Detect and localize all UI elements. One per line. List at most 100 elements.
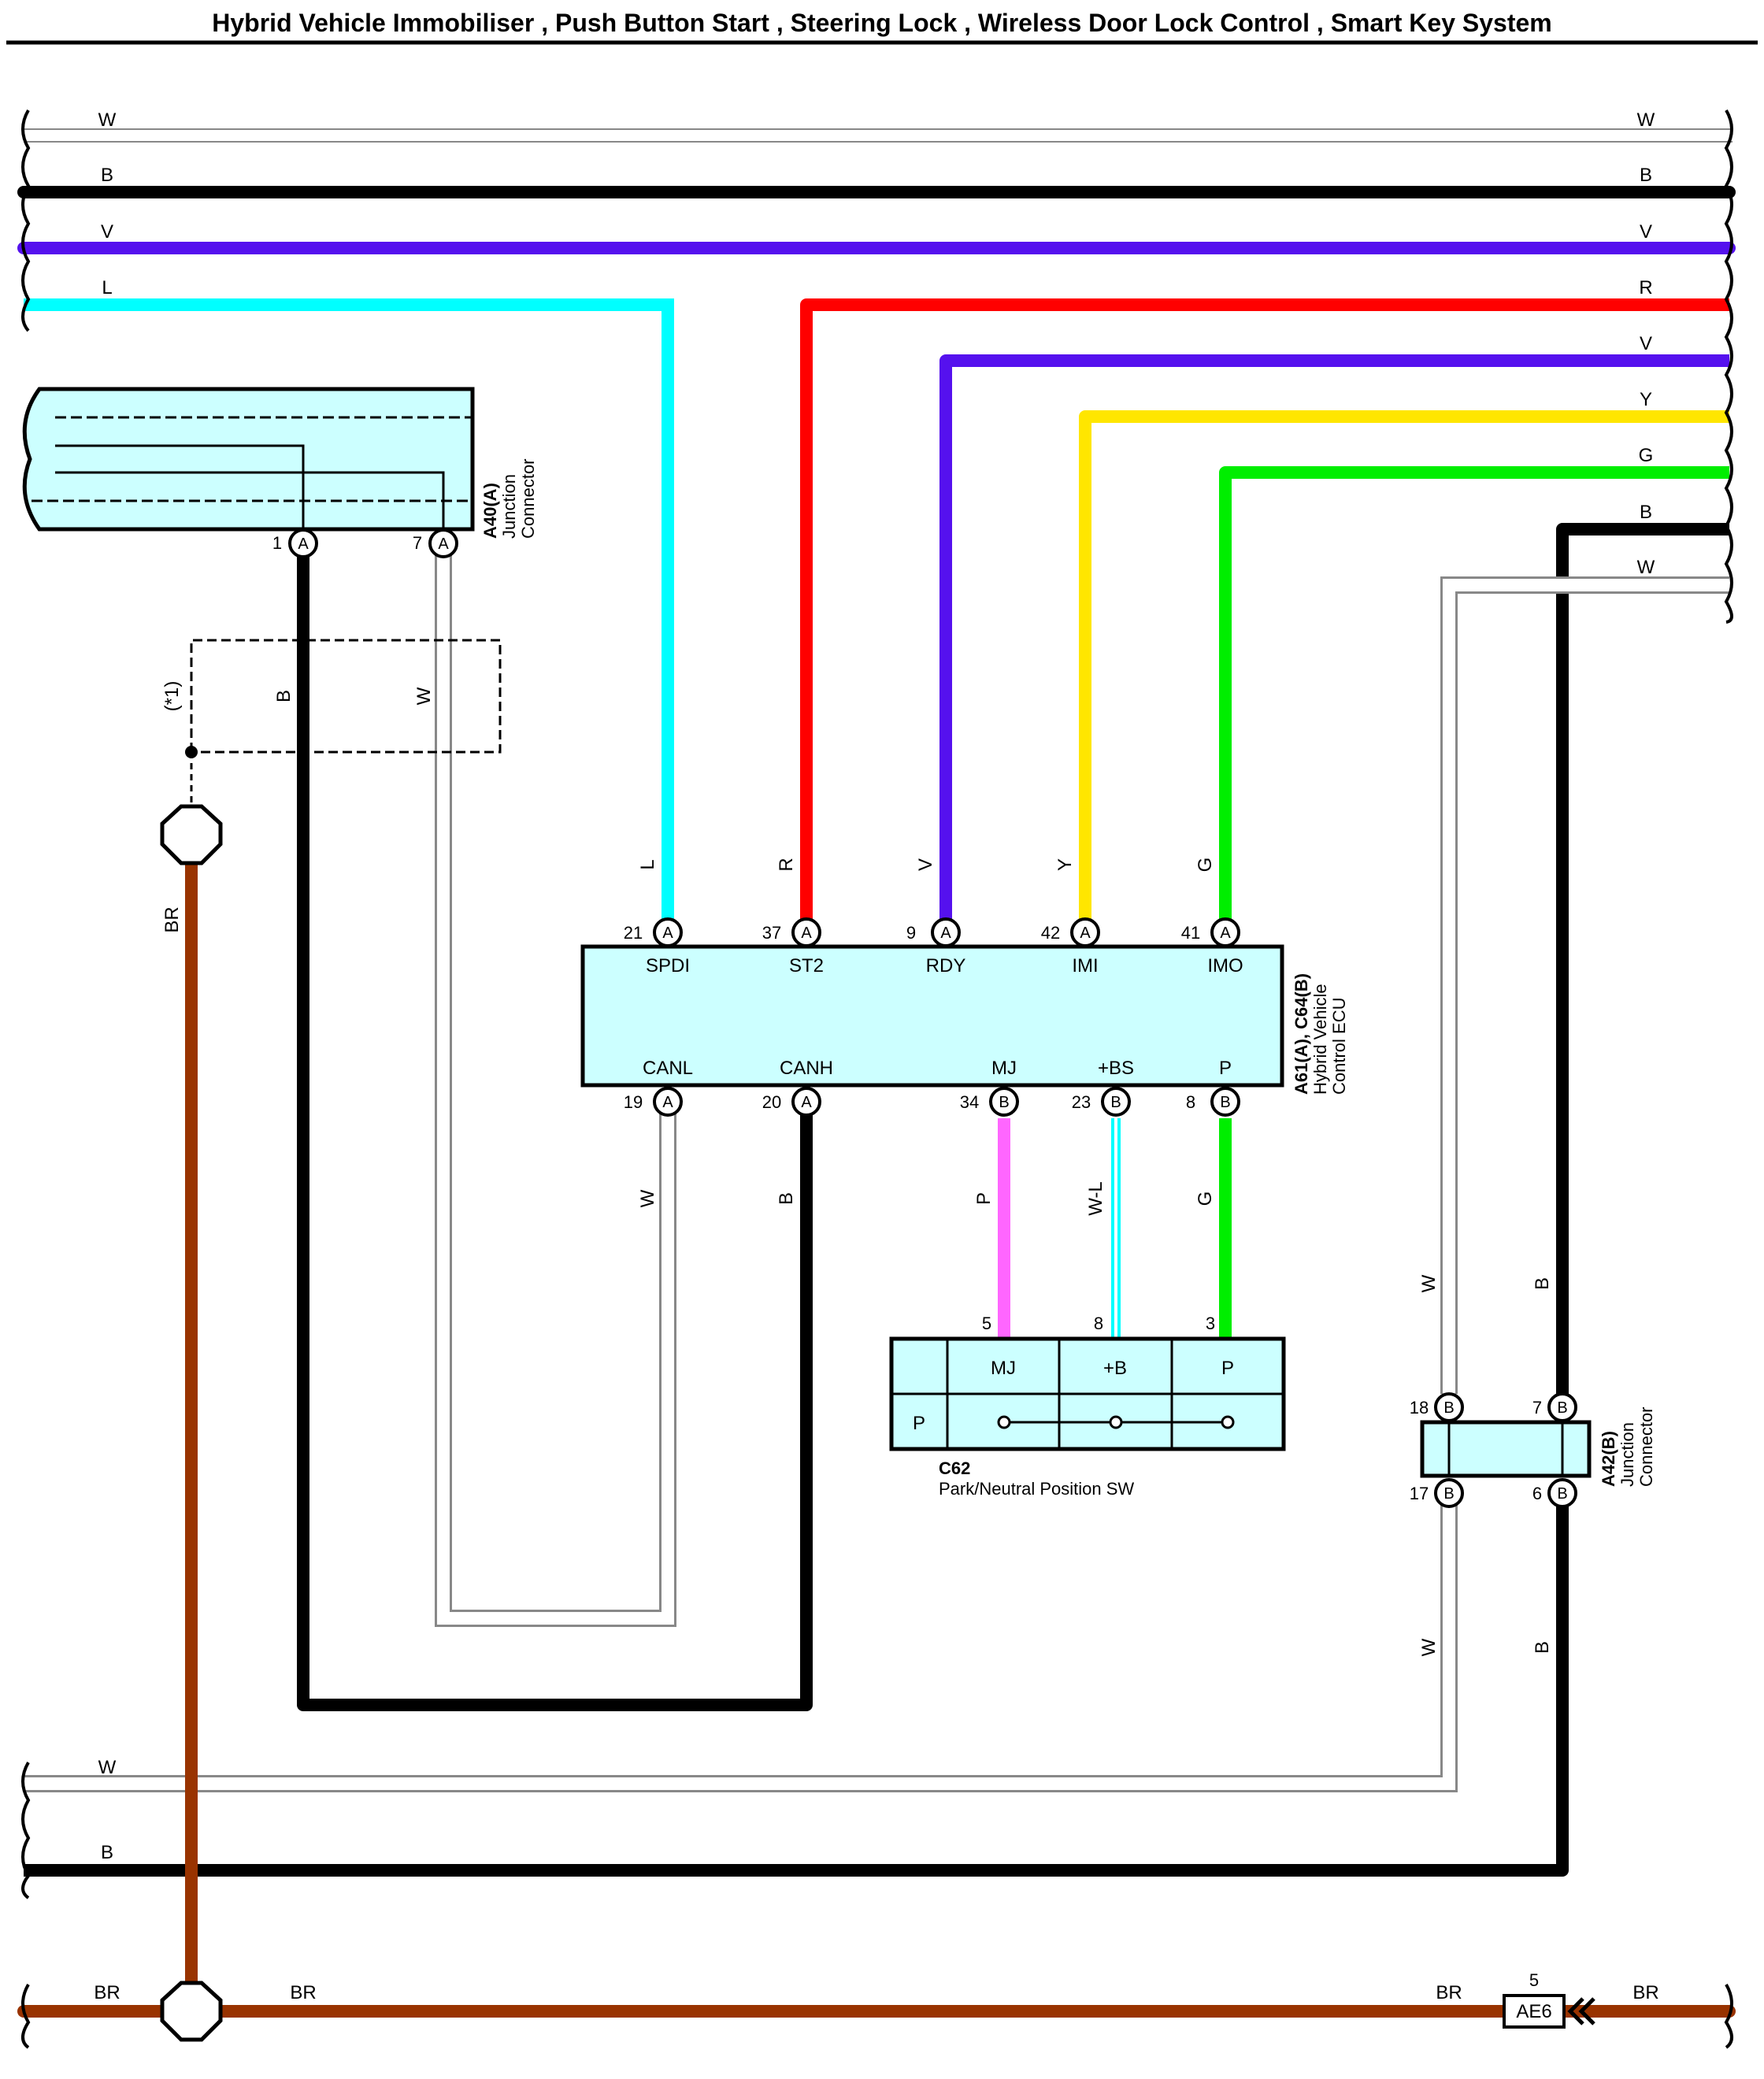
c62-row-label: P	[913, 1413, 925, 1434]
ecu-signal-label: P	[1219, 1058, 1232, 1079]
wire-label: G	[1195, 1191, 1216, 1206]
pin-number: 37	[762, 923, 781, 943]
pin-number: 41	[1181, 923, 1200, 943]
ecu-code: A61(A), C64(B)	[1292, 973, 1311, 1095]
a40-label: A40(A) Junction Connector	[480, 458, 538, 539]
splice-point-top	[160, 804, 223, 865]
ecu-pin-8: B8P	[1186, 1058, 1240, 1117]
c62-pin-label: +B	[1103, 1358, 1127, 1379]
wire-label: V	[1640, 221, 1652, 243]
pin-number: 20	[762, 1092, 781, 1112]
a42-name-line2: Connector	[1636, 1406, 1656, 1487]
wire-label: G	[1195, 858, 1216, 873]
wire-label: R	[1639, 277, 1652, 298]
wire-label: L	[637, 859, 658, 869]
wire-label: B	[1640, 502, 1652, 523]
pin-number: 7	[413, 533, 422, 553]
ecu-signal-label: SPDI	[646, 955, 690, 976]
c62-code: C62	[939, 1458, 970, 1478]
pin-letter: A	[801, 925, 812, 942]
ecu-name-line1: Hybrid Vehicle	[1310, 984, 1330, 1095]
ecu-name-line2: Control ECU	[1329, 998, 1349, 1095]
wire-label: W	[98, 1757, 117, 1778]
wire-label: W	[98, 109, 117, 131]
wire-labels-top-left: W B V L	[98, 109, 117, 298]
wire-labels-bottom: W B BR BR BR BR	[94, 1757, 1658, 2003]
ecu-signal-label: IMI	[1072, 955, 1098, 976]
ecu-pin-23: B23+BS	[1072, 1058, 1134, 1117]
ae6-connector: AE6 5	[1503, 1970, 1595, 2029]
a40-name-line2: Connector	[518, 458, 538, 539]
pin-number: 17	[1410, 1484, 1429, 1503]
wire-label: B	[1532, 1641, 1553, 1654]
pin-letter: A	[1080, 925, 1091, 942]
c62-pin-number: 5	[982, 1314, 991, 1333]
c62-pin-label: MJ	[991, 1358, 1016, 1379]
wire-label: G	[1639, 445, 1654, 466]
wire-label: W	[1637, 557, 1655, 578]
a42-pin-7: B 7	[1532, 1392, 1577, 1422]
a42-label: A42(B) Junction Connector	[1599, 1406, 1656, 1487]
chevron-left-icon	[1567, 1997, 1584, 2025]
ecu-signal-label: ST2	[789, 955, 824, 976]
wire-label: W-L	[1085, 1181, 1106, 1216]
a42-code: A42(B)	[1599, 1431, 1618, 1487]
pin-letter: B	[1443, 1485, 1454, 1503]
splice-point-bottom	[160, 1981, 223, 2042]
c62-name: Park/Neutral Position SW	[939, 1479, 1134, 1499]
pin-number: 9	[906, 923, 916, 943]
pin-letter: B	[1557, 1399, 1567, 1417]
a40-junction-connector: A 1 A 7 A40(A) Junction Connector	[22, 387, 538, 558]
wire-label: B	[1532, 1277, 1553, 1290]
wire-g-imo	[1219, 466, 1729, 921]
c62-park-neutral-switch: MJ +B P P 5 8 3 C62 Park/Neutral Positio…	[889, 1314, 1286, 1499]
note-label: (*1)	[161, 681, 183, 712]
wire-labels-top-right: W B V R V Y G B W	[1637, 109, 1655, 578]
pin-letter: B	[1220, 1094, 1230, 1111]
pin-letter: A	[438, 536, 449, 553]
pin-number: 21	[624, 923, 643, 943]
pin-letter: A	[1220, 925, 1231, 942]
ecu-label: A61(A), C64(B) Hybrid Vehicle Control EC…	[1292, 973, 1349, 1095]
a40-pin-1: A 1	[272, 528, 318, 558]
ecu-top-wire-labels: L R V Y G	[637, 858, 1216, 873]
wire-label: B	[1640, 165, 1652, 186]
a42-junction-connector: B 18 B 7 B 17 B 6 A42(B) Junction Connec…	[1410, 1392, 1656, 1508]
pin-number: 6	[1532, 1484, 1542, 1503]
pin-number: 7	[1532, 1398, 1542, 1418]
a40-internal-wire	[55, 444, 305, 529]
a40-down-wire-labels: B W BR	[161, 687, 435, 932]
wire-label: W	[1418, 1274, 1440, 1292]
wire-label: V	[915, 858, 936, 871]
a40-body	[22, 387, 475, 532]
c62-pin-number: 8	[1094, 1314, 1103, 1333]
wire-label: BR	[1632, 1982, 1658, 2003]
diagram-title: Hybrid Vehicle Immobiliser , Push Button…	[212, 9, 1551, 37]
ae6-pin: 5	[1529, 1970, 1539, 1990]
wire-label: W	[1418, 1638, 1440, 1656]
wire-label: V	[1640, 333, 1652, 354]
pin-number: 34	[960, 1092, 979, 1112]
wires	[17, 128, 1736, 2018]
a40-code: A40(A)	[480, 483, 500, 539]
a42-pin-17: B 17	[1410, 1478, 1464, 1508]
wire-y-imi	[1079, 410, 1729, 921]
a42-body	[1420, 1420, 1592, 1478]
a42-name-line1: Junction	[1618, 1422, 1637, 1487]
wire-label: Y	[1054, 858, 1076, 871]
wire-label: BR	[1436, 1982, 1462, 2003]
c62-pin-label: P	[1221, 1358, 1234, 1379]
a42-wire-labels: W B W B	[1418, 1274, 1553, 1656]
